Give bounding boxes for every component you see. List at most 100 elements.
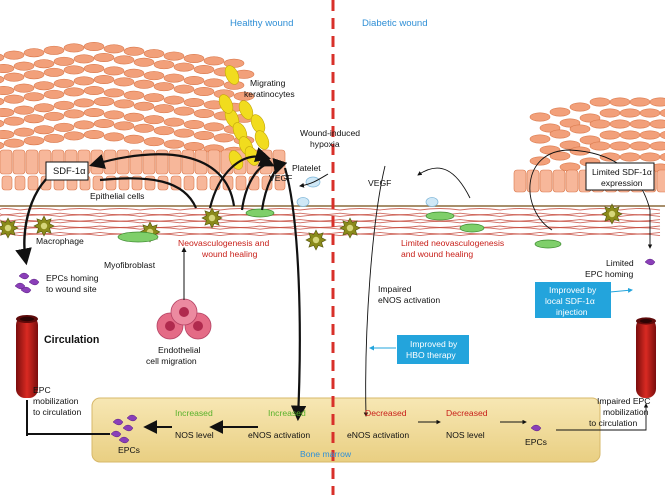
skin-cell [0, 119, 5, 128]
endothelial-nucleus [193, 321, 203, 331]
skin-cell [143, 115, 165, 125]
label-circulation: Circulation [44, 334, 99, 346]
skin-cell [0, 141, 5, 150]
skin-cell [153, 104, 175, 114]
keratinocyte-cell [218, 94, 234, 114]
skin-cell [153, 82, 175, 92]
skin-cell [163, 117, 185, 127]
keratinocyte-cell [254, 130, 270, 150]
skin-cell [3, 138, 25, 148]
basal-cell [274, 175, 286, 191]
skin-cell [183, 97, 205, 107]
skin-cell [599, 108, 621, 118]
label-epc-mob-2: mobilization [33, 396, 79, 406]
migrating-keratinocytes [218, 65, 270, 170]
skin-cell [0, 75, 5, 84]
label-increased-nos-2: NOS level [175, 430, 214, 440]
skin-cell [0, 86, 15, 96]
skin-cell [649, 141, 665, 151]
skin-cell [609, 97, 631, 107]
basal-cell [129, 149, 143, 175]
label-decreased-enos-1: Decreased [365, 408, 407, 418]
basal-cell [235, 175, 247, 191]
skin-cell [13, 61, 35, 71]
label-bone-marrow: Bone marrow [300, 449, 352, 459]
label-sdf: SDF-1α [53, 165, 86, 176]
basal-cell [1, 175, 13, 191]
label-diabetic-epcs: EPCs [525, 437, 547, 447]
label-epc-mob-1: EPC [33, 385, 51, 395]
skin-cell [529, 134, 551, 144]
basal-cell [526, 169, 540, 193]
basal-cell [539, 169, 553, 193]
skin-cell [549, 107, 571, 117]
label-impaired-enos-1: Impaired [378, 284, 412, 294]
skin-cell [193, 64, 215, 74]
arrow-diabetic-vegf-up [417, 167, 471, 199]
skin-cell [629, 141, 651, 151]
skin-cell [13, 105, 35, 115]
label-limited-sdf-2: expression [601, 178, 643, 188]
skin-cell [83, 41, 105, 51]
epc-cell [112, 418, 124, 426]
skin-cell [73, 54, 95, 64]
skin-cell [23, 48, 45, 58]
skin-cell [53, 122, 75, 132]
skin-cell [619, 108, 641, 118]
skin-cell [0, 97, 5, 106]
skin-cell [183, 141, 205, 151]
endothelial-cells [156, 298, 212, 340]
ecm-fiber [0, 214, 661, 217]
basal-cell [196, 175, 208, 191]
platelet-cell [425, 197, 439, 207]
label-improved-sdf-3: injection [556, 307, 588, 317]
skin-cell [163, 73, 185, 83]
skin-cell [143, 71, 165, 81]
skin-cell [23, 136, 45, 146]
basal-cell [92, 175, 104, 191]
myofibroblast-cell [245, 208, 275, 218]
skin-cell [153, 126, 175, 136]
skin-cell [43, 111, 65, 121]
limited-sdf-box [585, 162, 655, 191]
label-decreased-nos-1: Decreased [446, 408, 488, 418]
skin-cell [23, 70, 45, 80]
basal-cell [168, 149, 182, 175]
skin-cell [599, 152, 621, 162]
myofibroblast-cell [534, 239, 562, 249]
skin-cell [659, 109, 665, 117]
skin-cell [133, 101, 155, 111]
skin-cell [639, 130, 661, 140]
skin-cell [203, 122, 225, 132]
skin-cell [63, 131, 85, 141]
skin-cell [93, 118, 115, 128]
skin-cell [83, 107, 105, 117]
label-hypoxia-1: Wound-induced [300, 128, 360, 138]
platelets [296, 176, 439, 207]
skin-cell [649, 119, 665, 129]
skin-cell [53, 56, 75, 66]
arrow-keratinocyte-vegf-2 [240, 152, 275, 211]
label-limited-epc-1: Limited [606, 258, 634, 268]
header-healthy: Healthy wound [230, 18, 293, 29]
skin-cell [569, 102, 591, 112]
skin-cell [43, 133, 65, 143]
skin-cell [183, 53, 205, 63]
sdf-injection-box [535, 282, 611, 318]
skin-cell [123, 112, 145, 122]
skin-cell [103, 66, 125, 76]
basal-cell [513, 169, 527, 193]
skin-cell [33, 59, 55, 69]
skin-cell [133, 79, 155, 89]
skin-layer-healthy [0, 41, 286, 191]
label-migrating: Migrating [250, 78, 286, 88]
label-platelet: Platelet [292, 163, 321, 173]
label-epc-mob-3: to circulation [33, 407, 81, 417]
basal-cell [116, 149, 130, 175]
basal-cell [259, 149, 273, 175]
skin-cell [123, 68, 145, 78]
skin-cell [33, 103, 55, 113]
arrow-keratinocyte-vegf-3 [260, 157, 288, 211]
skin-cell [113, 99, 135, 109]
skin-cell [173, 106, 195, 116]
